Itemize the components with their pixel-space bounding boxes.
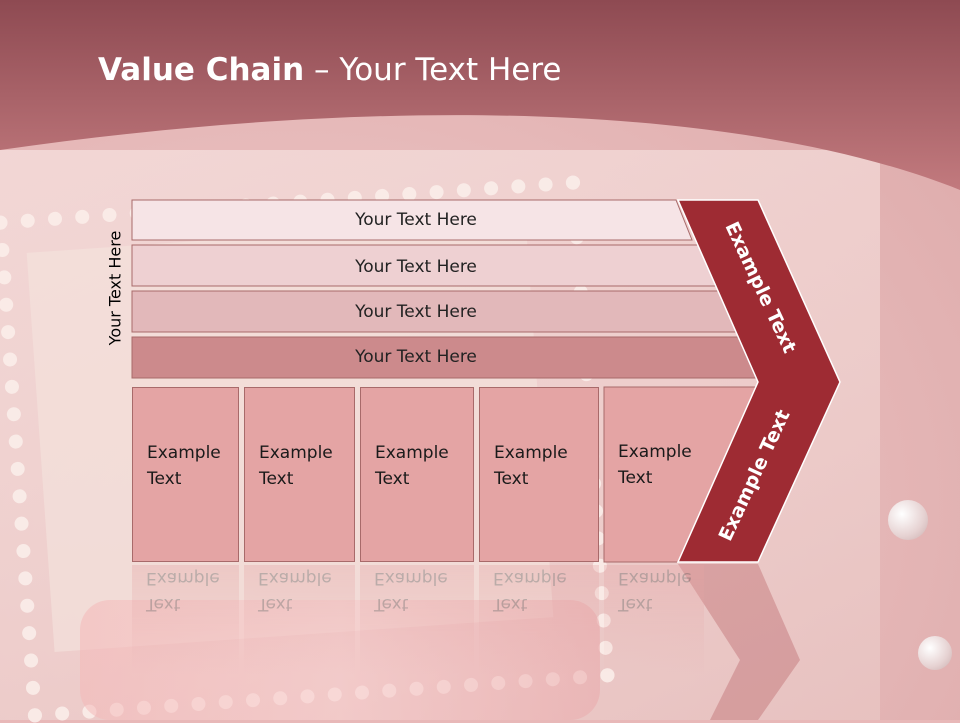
ribbon-bow-decoration: [80, 600, 600, 720]
value-chain-rows: Your Text Here Your Text Here Your Text …: [131, 199, 765, 379]
row-1-bar[interactable]: [131, 199, 693, 241]
title-bold: Value Chain: [98, 52, 305, 88]
value-cell-5: Example Text: [604, 387, 692, 562]
value-cell-1[interactable]: Example Text: [132, 387, 239, 562]
cell-2-line1: Example: [259, 443, 333, 463]
chevron-arrow[interactable]: [676, 199, 841, 563]
value-cell-2[interactable]: Example Text: [244, 387, 355, 562]
row-2-label: Your Text Here: [354, 257, 477, 277]
cell-1-line2: Text: [147, 469, 182, 489]
pearl-decoration: [888, 500, 928, 540]
cell-4-line2: Text: [494, 469, 529, 489]
row-4-label: Your Text Here: [354, 347, 477, 367]
chevron-arrow-reflection: [678, 564, 800, 720]
row-1-label: Your Text Here: [354, 210, 477, 230]
cell-5-line2: Text: [618, 468, 653, 488]
row-3-label: Your Text Here: [354, 302, 477, 322]
cell-1-line1: Example: [147, 443, 221, 463]
pearl-decoration: [918, 636, 952, 670]
cell-3-line2: Text: [375, 469, 410, 489]
value-cell-4[interactable]: Example Text: [479, 387, 599, 562]
value-cell-3[interactable]: Example Text: [360, 387, 474, 562]
title-rest: – Your Text Here: [304, 52, 562, 88]
header-banner: [0, 0, 960, 190]
cell-2-line2: Text: [259, 469, 294, 489]
slide-title: Value Chain – Your Text Here: [98, 52, 561, 88]
cell-5-line1: Example: [618, 442, 692, 462]
cell-4-line1: Example: [494, 443, 568, 463]
cell-3-line1: Example: [375, 443, 449, 463]
